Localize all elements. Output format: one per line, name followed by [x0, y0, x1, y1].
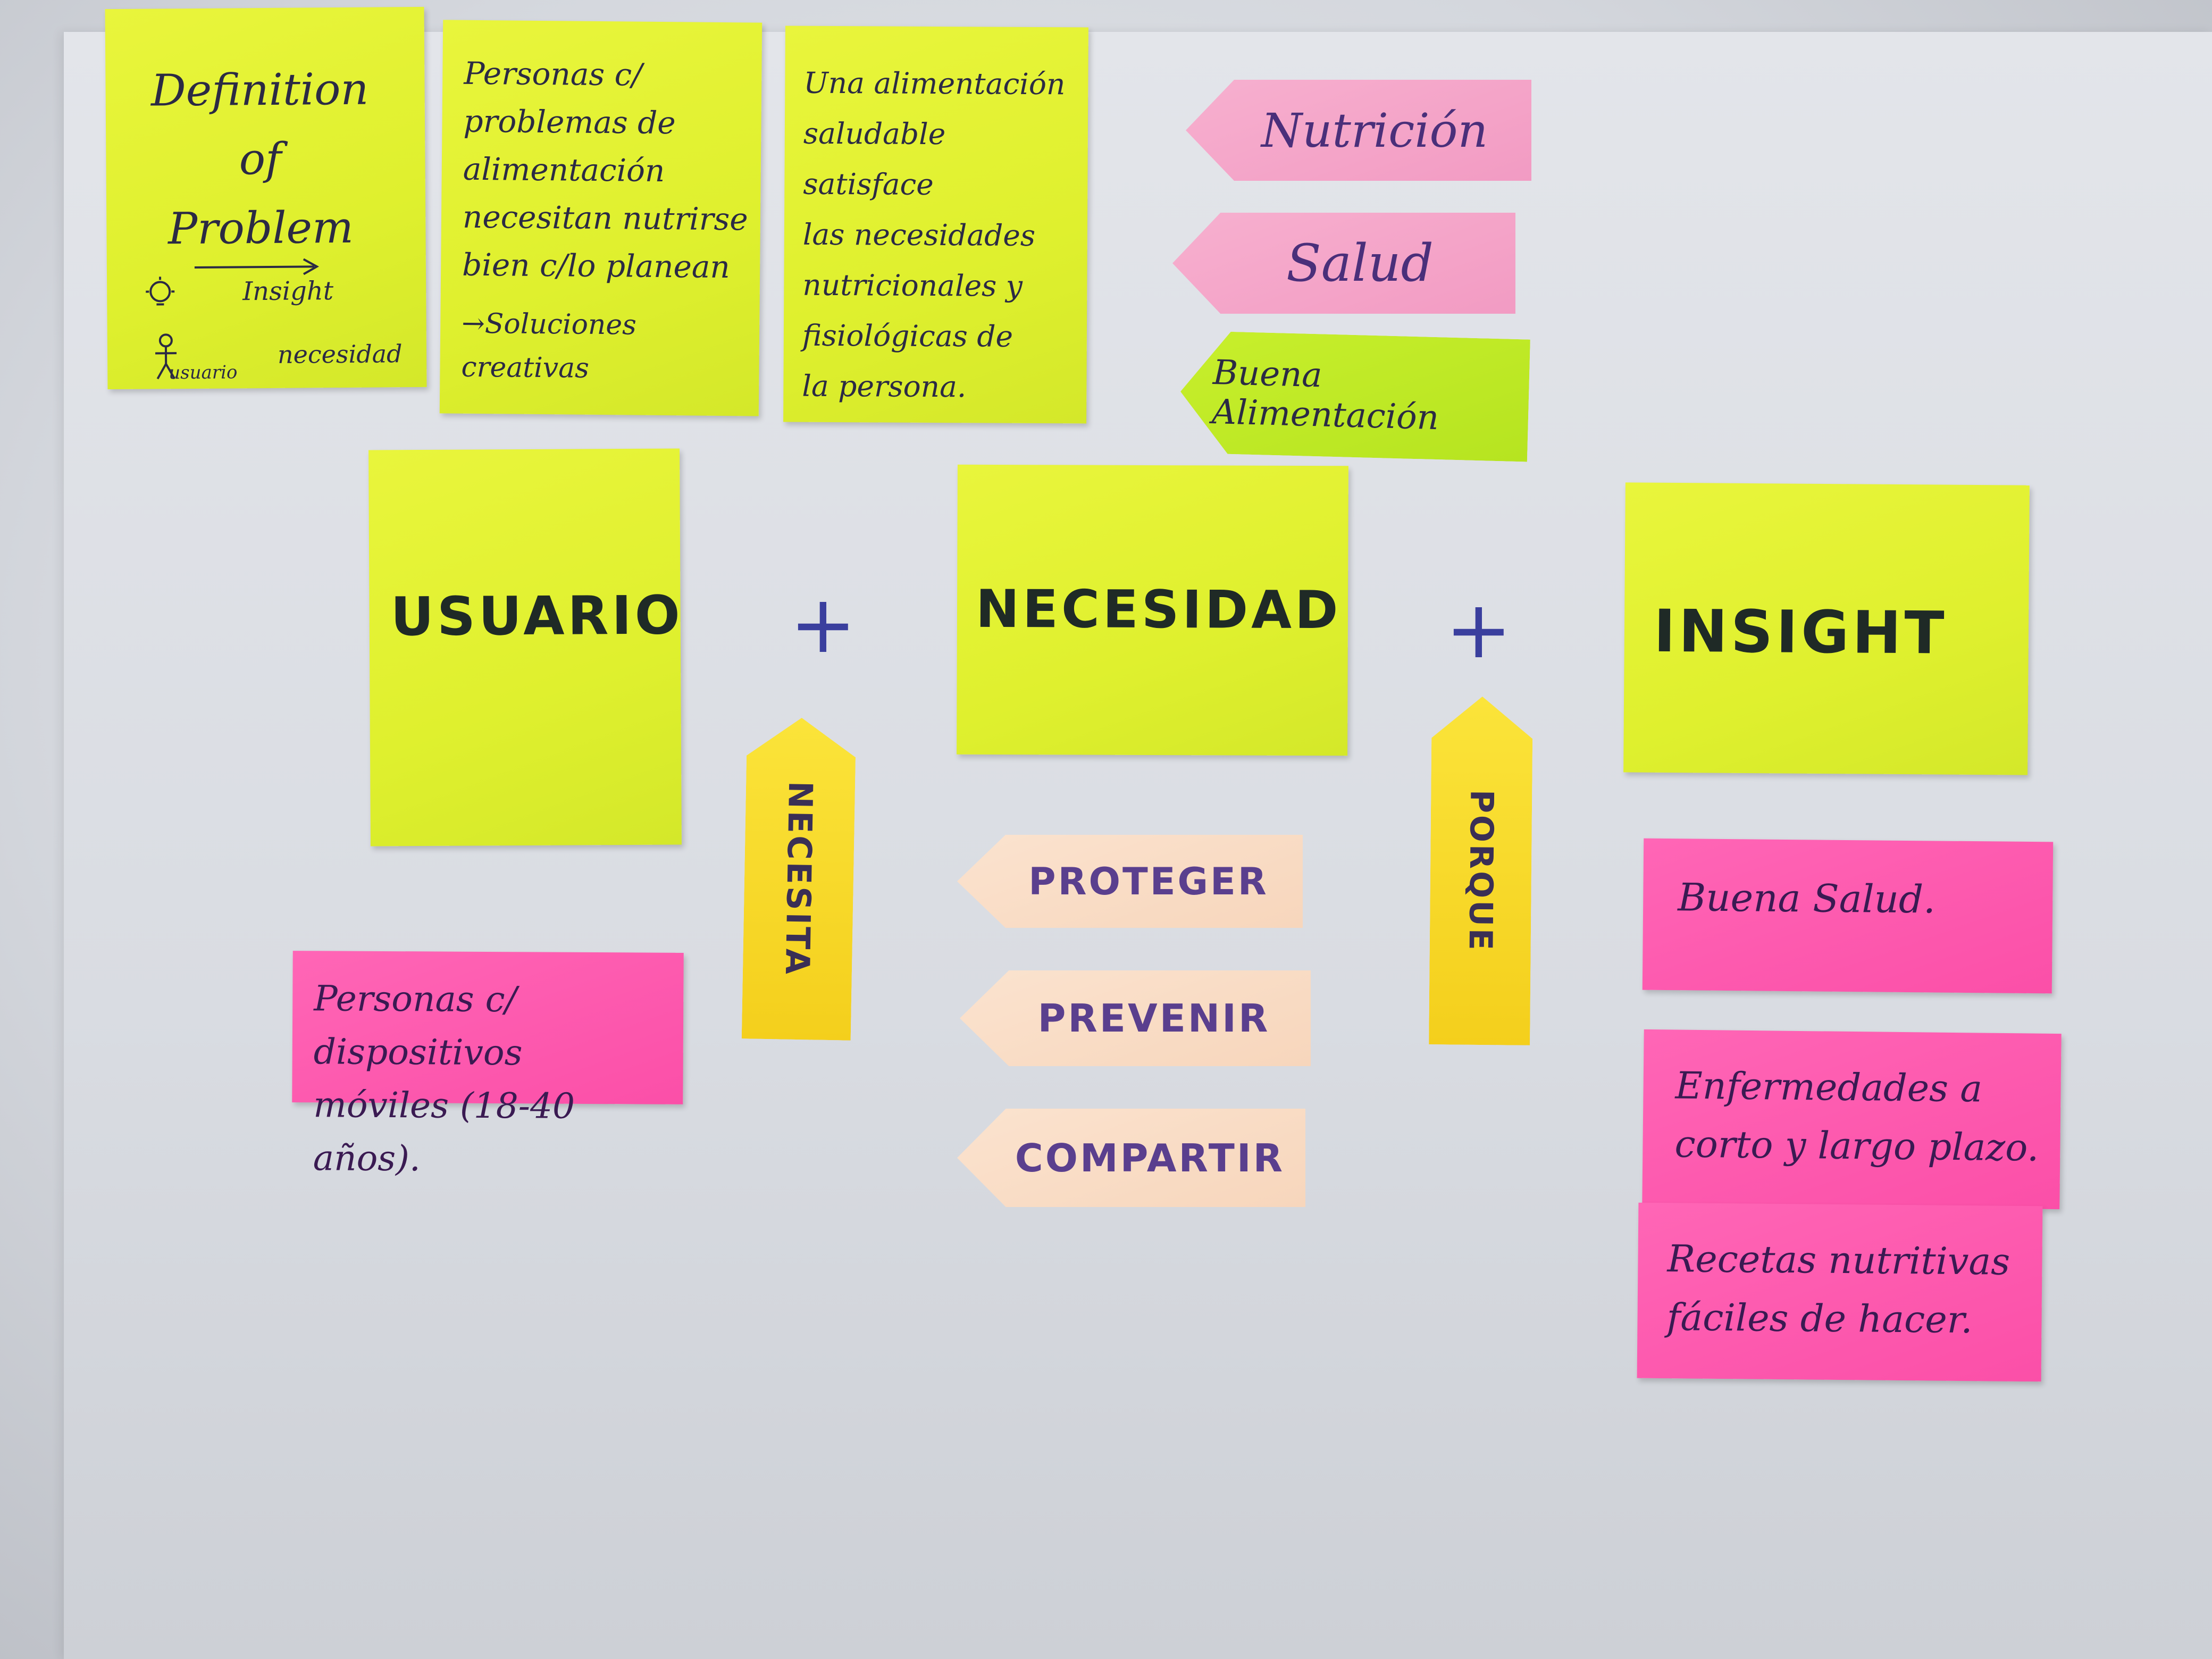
insight-2-text: Enfermedades a corto y largo plazo.	[1674, 1063, 2039, 1170]
user-description-text: Personas c/ dispositivos móviles (18-40 …	[313, 978, 575, 1179]
flag-proteger: PROTEGER	[957, 835, 1303, 928]
insight-mini-label: Insight	[242, 276, 334, 307]
flag-salud: Salud	[1172, 213, 1515, 314]
flag-salud-label: Salud	[1286, 233, 1434, 293]
problem-subtext: →Soluciones creativas	[461, 307, 637, 384]
problem-text: Personas c/ problemas de alimentación ne…	[462, 55, 748, 286]
prevenir-label: PREVENIR	[1037, 996, 1270, 1041]
note-insight-3: Recetas nutritivas fáciles de hacer.	[1637, 1202, 2043, 1382]
note-definition-of-problem: Definition of Problem Insight usuario ne…	[105, 6, 427, 390]
lightbulb-icon	[146, 276, 175, 306]
flag-prevenir: PREVENIR	[960, 970, 1311, 1066]
note-user-description: Personas c/ dispositivos móviles (18-40 …	[292, 951, 684, 1179]
flag-buena-alimentacion: Buena Alimentación	[1179, 330, 1530, 462]
flag-nutricion-label: Nutrición	[1261, 103, 1488, 158]
user-mini-label: usuario	[169, 362, 238, 384]
note-problem-statement: Personas c/ problemas de alimentación ne…	[439, 20, 763, 416]
arrow-icon	[194, 258, 319, 275]
necesidad-title: NECESIDAD	[975, 579, 1342, 641]
arrow-flag-necesita: NECESITA	[742, 717, 857, 1040]
insight-1-text: Buena Salud.	[1677, 875, 1936, 922]
plus-sign-1: +	[790, 579, 857, 671]
note-healthy-diet-statement: Una alimentación saludable satisface las…	[783, 26, 1088, 424]
note-insight-1: Buena Salud.	[1642, 838, 2054, 994]
note-usuario: USUARIO	[368, 448, 683, 847]
note-insight-2: Enfermedades a corto y largo plazo.	[1642, 1029, 2062, 1210]
porque-label: PORQUE	[1461, 789, 1501, 952]
definition-title: Definition of Problem	[150, 64, 369, 255]
need-mini-label: necesidad	[277, 339, 403, 369]
insight-3-text: Recetas nutritivas fáciles de hacer.	[1666, 1237, 2010, 1342]
flag-nutricion: Nutrición	[1186, 80, 1531, 181]
person-icon	[155, 333, 177, 380]
note-necesidad: NECESIDAD	[957, 464, 1348, 756]
arrow-flag-porque: PORQUE	[1429, 696, 1533, 1045]
compartir-label: COMPARTIR	[1015, 1135, 1285, 1180]
proteger-label: PROTEGER	[1028, 859, 1269, 903]
plus-sign-2: +	[1445, 584, 1512, 676]
usuario-title: USUARIO	[390, 584, 683, 648]
insight-title: INSIGHT	[1653, 597, 1948, 667]
note-insight: INSIGHT	[1623, 482, 2030, 775]
statement-text: Una alimentación saludable satisface las…	[802, 65, 1066, 404]
necesita-label: NECESITA	[777, 781, 820, 977]
flag-compartir: COMPARTIR	[957, 1109, 1305, 1207]
flag-buena-alimentacion-label: Buena Alimentación	[1211, 353, 1439, 438]
